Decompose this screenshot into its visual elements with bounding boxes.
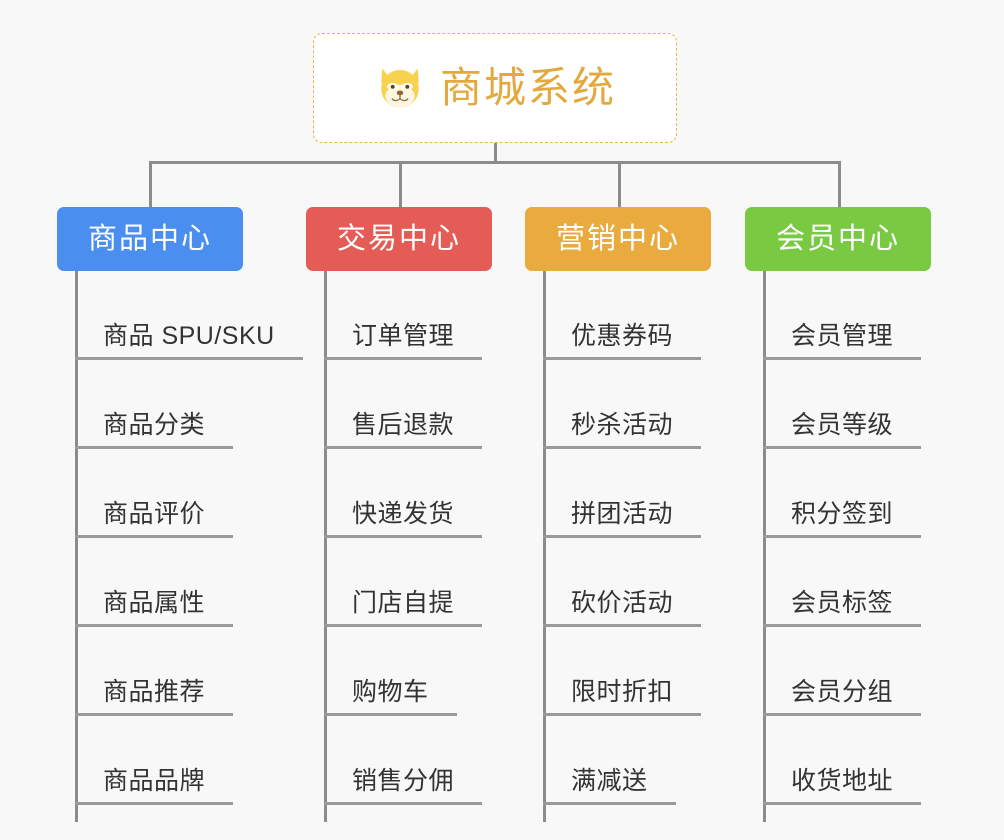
list-item[interactable]: 商品推荐 (75, 627, 335, 716)
root-title: 商城系统 (439, 64, 616, 111)
leaf-label: 销售分佣 (352, 766, 455, 795)
branch-marketing-center: 营销中心 优惠券码 秒杀活动 拼团活动 砍价活动 限时折扣 满减送 (525, 207, 711, 822)
leaf-label: 订单管理 (352, 321, 455, 350)
branch-header-member-center[interactable]: 会员中心 (745, 207, 931, 271)
list-item[interactable]: 积分签到 (763, 449, 1004, 538)
branch-header-product-center[interactable]: 商品中心 (57, 207, 243, 271)
branch-trunk (543, 271, 546, 822)
branch-header-trade-center[interactable]: 交易中心 (306, 207, 492, 271)
leaf-label: 售后退款 (352, 410, 455, 439)
leaf-label: 砍价活动 (571, 588, 674, 617)
leaf-label: 收货地址 (791, 766, 894, 795)
list-item[interactable]: 拼团活动 (543, 449, 803, 538)
branch-header-marketing-center[interactable]: 营销中心 (525, 207, 711, 271)
leaf-label: 快递发货 (352, 499, 455, 528)
list-item[interactable]: 商品分类 (75, 360, 335, 449)
list-item[interactable]: 购物车 (324, 627, 584, 716)
leaf-label: 商品品牌 (103, 766, 206, 795)
list-item[interactable]: 门店自提 (324, 538, 584, 627)
list-item[interactable]: 优惠券码 (543, 271, 803, 360)
leaf-label: 积分签到 (791, 499, 894, 528)
leaf-label: 商品属性 (103, 588, 206, 617)
connector-drop-3 (618, 161, 621, 207)
leaf-list-trade-center: 订单管理 售后退款 快递发货 门店自提 购物车 销售分佣 (324, 271, 584, 805)
list-item[interactable]: 商品评价 (75, 449, 335, 538)
list-item[interactable]: 会员管理 (763, 271, 1004, 360)
list-item[interactable]: 会员分组 (763, 627, 1004, 716)
list-item[interactable]: 商品 SPU/SKU (75, 271, 335, 360)
list-item[interactable]: 销售分佣 (324, 716, 584, 805)
connector-drop-1 (149, 161, 152, 207)
list-item[interactable]: 砍价活动 (543, 538, 803, 627)
branch-header-label: 营销中心 (555, 222, 680, 255)
list-item[interactable]: 秒杀活动 (543, 360, 803, 449)
branch-header-label: 交易中心 (336, 222, 461, 255)
branch-member-center: 会员中心 会员管理 会员等级 积分签到 会员标签 会员分组 收货地址 (745, 207, 931, 822)
leaf-label: 会员管理 (791, 321, 894, 350)
branch-header-label: 会员中心 (775, 222, 900, 255)
leaf-label: 会员标签 (791, 588, 894, 617)
list-item[interactable]: 会员等级 (763, 360, 1004, 449)
list-item[interactable]: 订单管理 (324, 271, 584, 360)
dog-face-icon (374, 62, 426, 114)
list-item[interactable]: 商品品牌 (75, 716, 335, 805)
connector-drop-2 (399, 161, 402, 207)
connector-drop-4 (838, 161, 841, 207)
root-node[interactable]: 商城系统 (313, 33, 677, 143)
list-item[interactable]: 商品属性 (75, 538, 335, 627)
branch-product-center: 商品中心 商品 SPU/SKU 商品分类 商品评价 商品属性 商品推荐 商品品牌 (57, 207, 303, 822)
leaf-label: 商品推荐 (103, 677, 206, 706)
leaf-label: 限时折扣 (571, 677, 674, 706)
leaf-label: 商品 SPU/SKU (103, 321, 275, 350)
leaf-list-member-center: 会员管理 会员等级 积分签到 会员标签 会员分组 收货地址 (763, 271, 1004, 805)
leaf-label: 秒杀活动 (571, 410, 674, 439)
leaf-label: 商品分类 (103, 410, 206, 439)
leaf-label: 优惠券码 (571, 321, 674, 350)
leaf-label: 会员分组 (791, 677, 894, 706)
connector-root-stem (494, 143, 497, 163)
list-item[interactable]: 快递发货 (324, 449, 584, 538)
leaf-label: 商品评价 (103, 499, 206, 528)
list-item[interactable]: 限时折扣 (543, 627, 803, 716)
list-item[interactable]: 满减送 (543, 716, 803, 805)
leaf-list-product-center: 商品 SPU/SKU 商品分类 商品评价 商品属性 商品推荐 商品品牌 (75, 271, 335, 805)
leaf-label: 门店自提 (352, 588, 455, 617)
list-item[interactable]: 售后退款 (324, 360, 584, 449)
leaf-label: 会员等级 (791, 410, 894, 439)
connector-horizontal-bus (150, 161, 840, 164)
branch-trunk (75, 271, 78, 822)
leaf-label: 拼团活动 (571, 499, 674, 528)
branch-trade-center: 交易中心 订单管理 售后退款 快递发货 门店自提 购物车 销售分佣 (306, 207, 492, 822)
branch-trunk (324, 271, 327, 822)
list-item[interactable]: 收货地址 (763, 716, 1004, 805)
list-item[interactable]: 会员标签 (763, 538, 1004, 627)
branch-trunk (763, 271, 766, 822)
branch-header-label: 商品中心 (87, 222, 212, 255)
leaf-label: 购物车 (352, 677, 429, 706)
leaf-list-marketing-center: 优惠券码 秒杀活动 拼团活动 砍价活动 限时折扣 满减送 (543, 271, 803, 805)
leaf-label: 满减送 (571, 766, 648, 795)
